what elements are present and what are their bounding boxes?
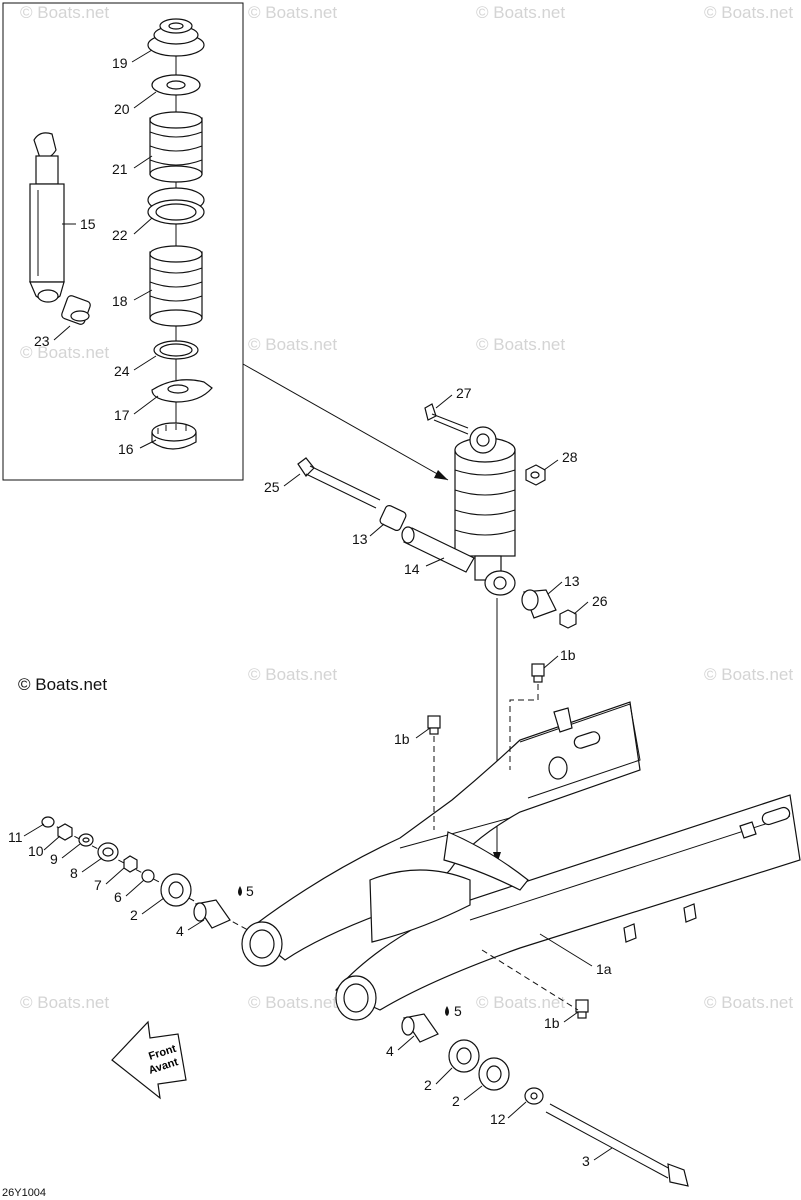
part-13-bushing: [379, 505, 407, 531]
callout-5-right: 5: [454, 1003, 462, 1019]
callout-20: 20: [114, 101, 130, 117]
part-1a-swing-arm: [241, 701, 801, 1021]
callout-12: 12: [490, 1111, 506, 1127]
exploded-view-inset: [2, 2, 244, 481]
part-14-sleeve: [401, 526, 475, 573]
callout-7: 7: [94, 877, 102, 893]
callout-4-right: 4: [386, 1043, 394, 1059]
part-9-washer: [78, 833, 94, 847]
watermark: © Boats.net: [20, 993, 109, 1012]
watermark: © Boats.net: [476, 3, 565, 22]
watermark-layer: © Boats.net © Boats.net © Boats.net © Bo…: [20, 3, 793, 1012]
reference-line: [242, 363, 449, 481]
part-20-retainer: [151, 74, 201, 96]
callout-labels: 19 20 21 22 18 24 17 16 15 23 27 28 25 1…: [8, 55, 612, 1169]
callout-17: 17: [114, 407, 130, 423]
part-18-spring: [149, 245, 203, 327]
part-2-bearing: [478, 1057, 510, 1091]
copyright-label: © Boats.net: [18, 675, 107, 694]
callout-26: 26: [592, 593, 608, 609]
callout-2-right-b: 2: [452, 1093, 460, 1109]
part-4-spacer: [401, 1013, 439, 1043]
part-27-bolt: [424, 403, 469, 435]
part-2-bearing: [160, 873, 192, 907]
watermark: © Boats.net: [248, 3, 337, 22]
part-7-nut: [123, 855, 138, 873]
part-22-collar: [147, 187, 205, 225]
part-13-bushing: [521, 589, 557, 619]
watermark: © Boats.net: [20, 343, 109, 362]
callout-24: 24: [114, 363, 130, 379]
watermark: © Boats.net: [476, 335, 565, 354]
part-10-nut: [57, 823, 73, 841]
front-direction-badge: Front Avant: [111, 1020, 187, 1100]
callout-5-left: 5: [246, 883, 254, 899]
drawing-code: 26Y1004: [2, 1187, 46, 1199]
callout-27: 27: [456, 385, 472, 401]
callout-13: 13: [352, 531, 368, 547]
callout-11: 11: [8, 829, 23, 845]
callout-22: 22: [112, 227, 128, 243]
callout-2-right-a: 2: [424, 1077, 432, 1093]
part-28-nut: [525, 464, 546, 486]
part-2-bearing: [448, 1039, 480, 1073]
callout-21: 21: [112, 161, 128, 177]
part-21-spring: [149, 111, 203, 183]
callout-10: 10: [28, 843, 44, 859]
callout-4-left: 4: [176, 923, 184, 939]
watermark: © Boats.net: [20, 3, 109, 22]
callout-1a: 1a: [596, 961, 612, 977]
callout-9: 9: [50, 851, 58, 867]
callout-6: 6: [114, 889, 122, 905]
part-3-pivot-bolt: [545, 1103, 689, 1187]
watermark: © Boats.net: [248, 993, 337, 1012]
part-15-shock-body: [29, 132, 65, 302]
part-8-collar: [97, 842, 119, 862]
watermark: © Boats.net: [248, 335, 337, 354]
callout-2-left: 2: [130, 907, 138, 923]
part-24-ring: [153, 340, 199, 360]
part-16-nut: [151, 422, 197, 450]
callout-23: 23: [34, 333, 50, 349]
watermark: © Boats.net: [704, 665, 793, 684]
callout-18: 18: [112, 293, 128, 309]
part-6-washer: [141, 869, 155, 883]
callout-14: 14: [404, 561, 420, 577]
part-1b-grease-fitting: [531, 663, 545, 683]
assembled-shock: [454, 426, 516, 596]
watermark: © Boats.net: [704, 3, 793, 22]
callout-1b-top: 1b: [560, 647, 576, 663]
leader-lines: [23, 49, 613, 1161]
part-19-spring-seat: [147, 18, 205, 57]
part-11-cap: [41, 816, 55, 828]
part-17-plate: [151, 379, 213, 403]
part-23-bushings: [37, 289, 91, 325]
callout-13-right: 13: [564, 573, 580, 589]
callout-19: 19: [112, 55, 128, 71]
callout-1b-bottom: 1b: [544, 1015, 560, 1031]
callout-16: 16: [118, 441, 134, 457]
watermark: © Boats.net: [476, 993, 565, 1012]
callout-28: 28: [562, 449, 578, 465]
part-26-nut: [559, 609, 577, 629]
watermark: © Boats.net: [704, 993, 793, 1012]
callout-15: 15: [80, 216, 96, 232]
part-4-spacer: [193, 899, 231, 929]
callout-8: 8: [70, 865, 78, 881]
part-12-washer: [524, 1087, 544, 1105]
callout-3: 3: [582, 1153, 590, 1169]
callout-1b-left: 1b: [394, 731, 410, 747]
part-25-bolt: [297, 457, 381, 509]
part-1b-grease-fitting: [575, 999, 589, 1019]
watermark: © Boats.net: [248, 665, 337, 684]
grease-icon: [238, 886, 242, 896]
grease-icon: [445, 1006, 449, 1016]
callout-25: 25: [264, 479, 280, 495]
part-1b-grease-fitting: [427, 715, 441, 735]
